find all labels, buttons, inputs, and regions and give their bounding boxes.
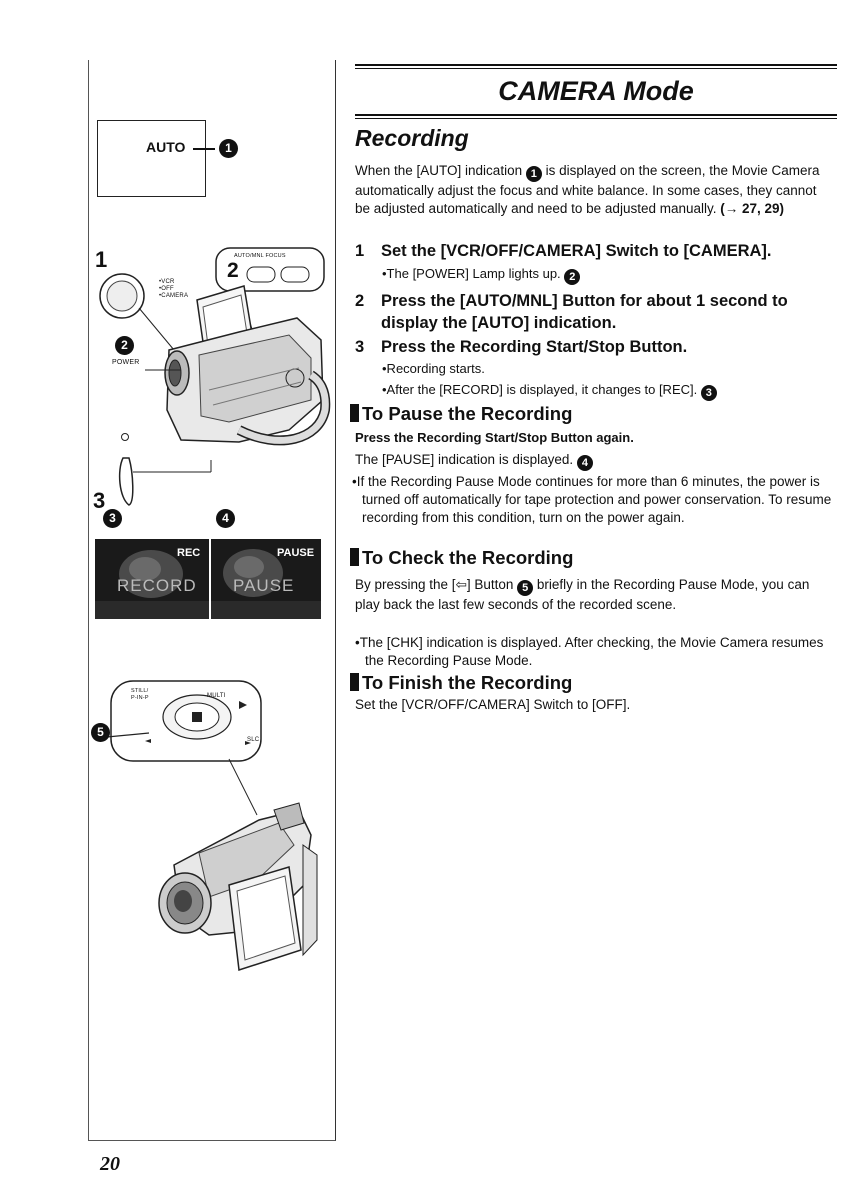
step-1-note: •The [POWER] Lamp lights up. 2 (382, 265, 832, 285)
section-heading-pause: To Pause the Recording (350, 403, 572, 425)
section-heading-finish: To Finish the Recording (350, 672, 572, 694)
callout-1-inline-icon: 1 (525, 166, 542, 182)
pause-indicator: PAUSE (233, 576, 295, 595)
switch-label-camera: •CAMERA (159, 293, 189, 299)
section-heading-recording: Recording (355, 125, 469, 151)
finish-text: Set the [VCR/OFF/CAMERA] Switch to [OFF]… (355, 697, 631, 712)
callout-5-icon: 5 (91, 723, 110, 742)
switch-label-off: •OFF (159, 286, 174, 292)
camcorder-bottom-drawing (106, 680, 318, 971)
pause-screen-image: PAUSE PAUSE (211, 539, 321, 619)
callout-5-inline-icon: 5 (517, 580, 534, 596)
section-heading-check: To Check the Recording (350, 547, 573, 569)
page-number: 20 (100, 1153, 120, 1175)
auto-indication-box (97, 120, 206, 197)
callout-2-inline-icon: 2 (564, 269, 581, 285)
header-rule-top-2 (355, 68, 837, 69)
step-1-number: 1 (95, 247, 108, 272)
slc-label: SLC (247, 737, 260, 743)
pause-tag-indicator: PAUSE (277, 547, 315, 559)
step-3-note-1: •Recording starts. (382, 361, 485, 376)
check-note: •The [CHK] indication is displayed. Afte… (355, 635, 824, 668)
power-lamp-label: POWER (112, 359, 140, 366)
page-reference: (→ 27, 29) (720, 201, 785, 216)
pause-text: The [PAUSE] indication is displayed. 4 (355, 451, 835, 471)
rec-indicator: REC (177, 547, 201, 559)
heading-marker (350, 673, 359, 691)
check-button-icon: ⇦ (455, 577, 467, 592)
heading-marker (350, 548, 359, 566)
auto-label: AUTO (146, 139, 186, 155)
header-rule-bottom (355, 114, 837, 116)
auto-mnl-focus-label: AUTO/MNL FOCUS (234, 253, 286, 259)
check-text: By pressing the [⇦] Button 5 briefly in … (355, 577, 810, 612)
camcorder-top-drawing (99, 247, 331, 506)
switch-label-vcr: •VCR (159, 279, 175, 285)
recording-intro: When the [AUTO] indication 1 is displaye… (355, 163, 820, 216)
step-3-number: 3 (93, 488, 106, 513)
step-2-number: 2 (227, 259, 239, 282)
illustration-panel: AUTO 1 1 •V (88, 60, 336, 1141)
pause-lead: Press the Recording Start/Stop Button ag… (355, 430, 634, 445)
callout-4-icon: 4 (216, 509, 235, 528)
callout-1-icon: 1 (219, 139, 238, 158)
header-rule-bottom-2 (355, 118, 837, 119)
multi-label: MULTI (207, 693, 226, 699)
auto-leader-line (193, 148, 215, 150)
record-screen-image: REC RECORD (95, 539, 209, 619)
callout-2-icon: 2 (115, 336, 134, 355)
pause-note: •If the Recording Pause Mode continues f… (352, 474, 832, 525)
page-title: CAMERA Mode (498, 76, 694, 106)
callout-3-inline-icon: 3 (700, 385, 717, 401)
record-indicator: RECORD (117, 576, 197, 595)
callout-3-icon: 3 (103, 509, 122, 528)
header-rule-top (355, 64, 837, 66)
switch-labels: •VCR •OFF •CAMERA (159, 279, 188, 300)
callout-4-inline-icon: 4 (576, 455, 593, 471)
step-3-note-2: •After the [RECORD] is displayed, it cha… (382, 381, 832, 401)
still-pinp-label: STILL/ P-IN-P (131, 688, 149, 701)
heading-marker (350, 404, 359, 422)
